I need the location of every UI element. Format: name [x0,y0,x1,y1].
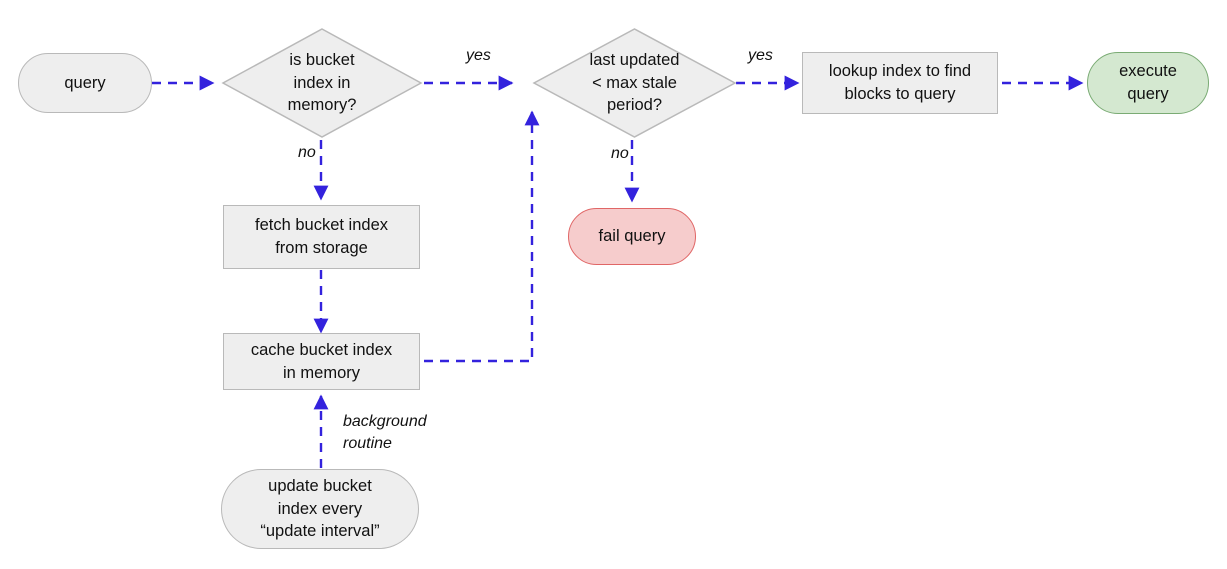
node-query-label: query [64,73,106,92]
edge-label-yes-memory: yes [466,47,491,64]
node-fetch-bucket-index-label: fetch bucket index from storage [255,216,388,257]
edge-label-background-routine: background routine [343,413,427,452]
edge-cache-to-stale-check [424,110,540,363]
node-execute-query[interactable]: execute query [1087,52,1209,114]
node-last-updated-max-stale-label: last updated < max stale period? [589,50,680,115]
node-lookup-index-label: lookup index to find blocks to query [828,62,972,103]
edge-label-yes-stale: yes [748,47,773,64]
node-execute-query-label: execute query [1119,62,1177,103]
node-lookup-index[interactable]: lookup index to find blocks to query [802,52,998,114]
node-update-bucket-index[interactable]: update bucket index every “update interv… [221,469,419,549]
node-update-bucket-index-label: update bucket index every “update interv… [260,476,380,541]
node-fetch-bucket-index[interactable]: fetch bucket index from storage [223,205,420,269]
node-cache-bucket-index[interactable]: cache bucket index in memory [223,333,420,390]
node-last-updated-max-stale[interactable]: last updated < max stale period? [532,28,737,138]
edge-label-no-memory: no [298,144,316,161]
edge-label-no-stale: no [611,145,629,162]
node-cache-bucket-index-label: cache bucket index in memory [250,340,393,382]
node-fail-query[interactable]: fail query [568,208,696,265]
node-fail-query-label: fail query [598,227,666,246]
node-is-bucket-index-in-memory[interactable]: is bucket index in memory? [221,28,423,138]
node-query[interactable]: query [18,53,152,113]
node-is-bucket-index-in-memory-label: is bucket index in memory? [287,50,357,115]
